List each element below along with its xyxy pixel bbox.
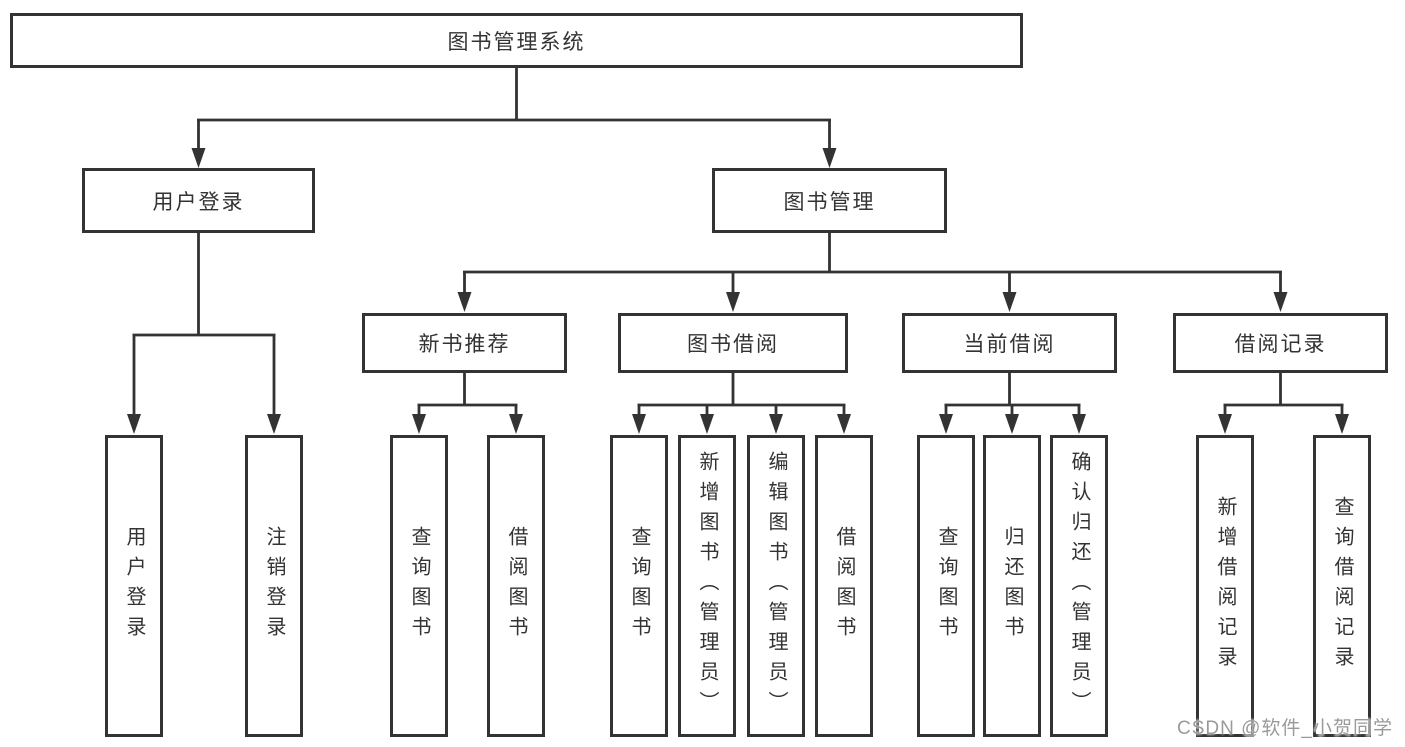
- node-new-book-recommend-label: 新书推荐: [418, 333, 511, 356]
- node-new-book-recommend: 新书推荐: [362, 313, 567, 373]
- connector-borrow-records-branch: [1223, 373, 1344, 416]
- node-leaf-user-login: 用户登录: [105, 435, 163, 737]
- node-leaf-query-books-recommend: 查询图书: [390, 435, 448, 737]
- arrow-icon: [457, 292, 472, 312]
- connector-user-login-branch: [132, 233, 276, 416]
- node-book-borrow-label: 图书借阅: [687, 333, 779, 356]
- node-leaf-edit-book-admin-label: 编辑图书（管理员）: [765, 451, 787, 721]
- node-leaf-confirm-return-admin: 确认归还（管理员）: [1050, 435, 1108, 737]
- arrow-icon: [191, 148, 206, 168]
- node-book-management: 图书管理: [712, 168, 947, 233]
- node-leaf-query-borrow-record-label: 查询借阅记录: [1331, 496, 1353, 676]
- node-leaf-borrow-books-recommend-label: 借阅图书: [505, 526, 527, 646]
- node-leaf-borrow-books-recommend: 借阅图书: [487, 435, 545, 737]
- node-library-system-label: 图书管理系统: [447, 30, 586, 54]
- arrow-icon: [267, 414, 281, 434]
- node-current-borrow: 当前借阅: [902, 313, 1117, 373]
- arrow-icon: [1002, 292, 1017, 312]
- connector-book-mgmt-branch: [463, 233, 1282, 295]
- connector-book-borrow-branch: [637, 373, 846, 416]
- node-book-management-label: 图书管理: [783, 190, 876, 214]
- arrow-icon: [837, 414, 851, 434]
- node-leaf-confirm-return-admin-label: 确认归还（管理员）: [1068, 451, 1090, 721]
- node-leaf-logout-login: 注销登录: [245, 435, 303, 737]
- node-leaf-query-books-current: 查询图书: [917, 435, 975, 737]
- arrow-icon: [632, 414, 646, 434]
- node-leaf-borrow-books-label: 借阅图书: [833, 526, 855, 646]
- arrow-icon: [1072, 414, 1086, 434]
- node-leaf-borrow-books: 借阅图书: [815, 435, 873, 737]
- csdn-watermark: CSDN @软件_小贺同学: [1177, 718, 1393, 739]
- node-borrow-records: 借阅记录: [1173, 313, 1388, 373]
- arrow-icon: [412, 414, 426, 434]
- connector-arrowheads: [127, 148, 1349, 434]
- connector-new-book-branch: [417, 373, 518, 416]
- arrow-icon: [769, 414, 783, 434]
- node-leaf-return-books: 归还图书: [983, 435, 1041, 737]
- node-leaf-user-login-label: 用户登录: [123, 526, 145, 646]
- connector-lines: [132, 68, 1344, 416]
- node-leaf-return-books-label: 归还图书: [1001, 526, 1023, 646]
- arrow-icon: [127, 414, 141, 434]
- node-leaf-query-borrow-record: 查询借阅记录: [1313, 435, 1371, 737]
- node-leaf-query-books-current-label: 查询图书: [935, 526, 957, 646]
- node-current-borrow-label: 当前借阅: [963, 333, 1056, 356]
- node-leaf-add-book-admin-label: 新增图书（管理员）: [696, 451, 718, 721]
- node-leaf-query-books-recommend-label: 查询图书: [408, 526, 430, 646]
- connector-root-to-level2: [197, 68, 831, 151]
- node-leaf-query-books-borrow-label: 查询图书: [628, 526, 650, 646]
- arrow-icon: [822, 148, 837, 168]
- node-leaf-add-borrow-record-label: 新增借阅记录: [1214, 496, 1236, 676]
- arrow-icon: [700, 414, 714, 434]
- arrow-icon: [939, 414, 953, 434]
- node-borrow-records-label: 借阅记录: [1234, 333, 1327, 356]
- node-library-system: 图书管理系统: [10, 13, 1023, 68]
- node-book-borrow: 图书借阅: [618, 313, 848, 373]
- arrow-icon: [1273, 292, 1288, 312]
- node-user-login-label: 用户登录: [152, 190, 245, 214]
- node-leaf-add-borrow-record: 新增借阅记录: [1196, 435, 1254, 737]
- node-leaf-edit-book-admin: 编辑图书（管理员）: [747, 435, 805, 737]
- node-leaf-add-book-admin: 新增图书（管理员）: [678, 435, 736, 737]
- arrow-icon: [509, 414, 523, 434]
- node-leaf-query-books-borrow: 查询图书: [610, 435, 668, 737]
- arrow-icon: [1218, 414, 1232, 434]
- arrow-icon: [1335, 414, 1349, 434]
- arrow-icon: [726, 292, 740, 312]
- arrow-icon: [1005, 414, 1019, 434]
- connector-current-borrow-branch: [944, 373, 1081, 416]
- node-leaf-logout-login-label: 注销登录: [263, 526, 285, 646]
- node-user-login: 用户登录: [82, 168, 315, 233]
